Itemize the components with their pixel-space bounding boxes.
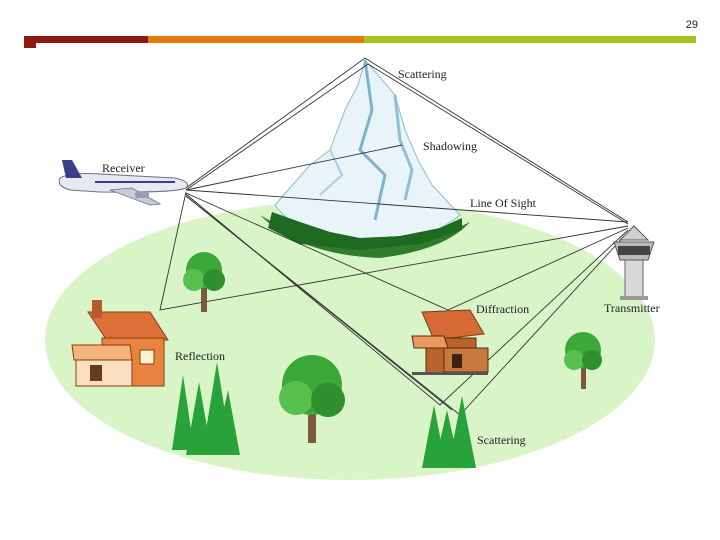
label-scattering-bottom: Scattering (477, 433, 526, 447)
label-receiver: Receiver (102, 161, 145, 175)
mountain-icon (260, 60, 470, 258)
label-reflection: Reflection (175, 349, 225, 363)
label-transmitter: Transmitter (604, 301, 660, 315)
label-diffraction: Diffraction (476, 302, 529, 316)
label-shadowing: Shadowing (423, 139, 477, 153)
label-scattering-top: Scattering (398, 67, 447, 81)
label-line-of-sight: Line Of Sight (470, 196, 537, 210)
